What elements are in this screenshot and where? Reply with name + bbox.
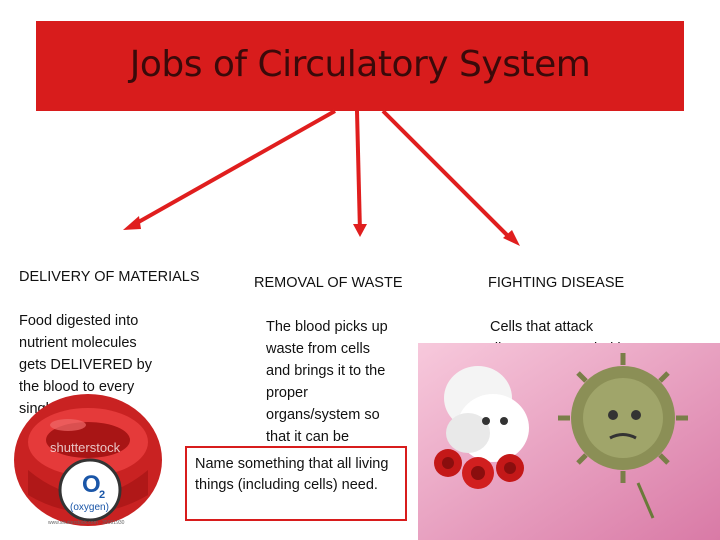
page-title: Jobs of Circulatory System [129,44,591,85]
immune-cells-illustration [418,343,720,540]
arrowhead-delivery [123,216,141,230]
question-text: Name something that all living things (i… [195,456,389,493]
oxygen-subscript: 2 [99,489,105,501]
oxygen-symbol: O [82,471,101,498]
question-box: Name something that all living things (i… [185,446,407,521]
arrow-to-delivery [134,109,336,226]
image-credit: www.shutterstock.com · 35091930 [48,520,125,526]
delivery-heading: DELIVERY OF MATERIALS [19,269,200,285]
arrowhead-removal [353,224,367,237]
arrow-to-removal [355,110,362,233]
watermark-text: shutterstock [50,440,121,455]
oxygen-label: (oxygen) [70,502,109,513]
removal-heading: REMOVAL OF WASTE [254,275,403,291]
oxygen-mascot-illustration: O 2 (oxygen) shutterstock www.shuttersto… [14,394,162,526]
arrowhead-fighting [503,230,520,246]
fighting-heading: FIGHTING DISEASE [488,275,625,291]
title-banner [36,21,684,111]
arrow-to-fighting [381,109,514,242]
